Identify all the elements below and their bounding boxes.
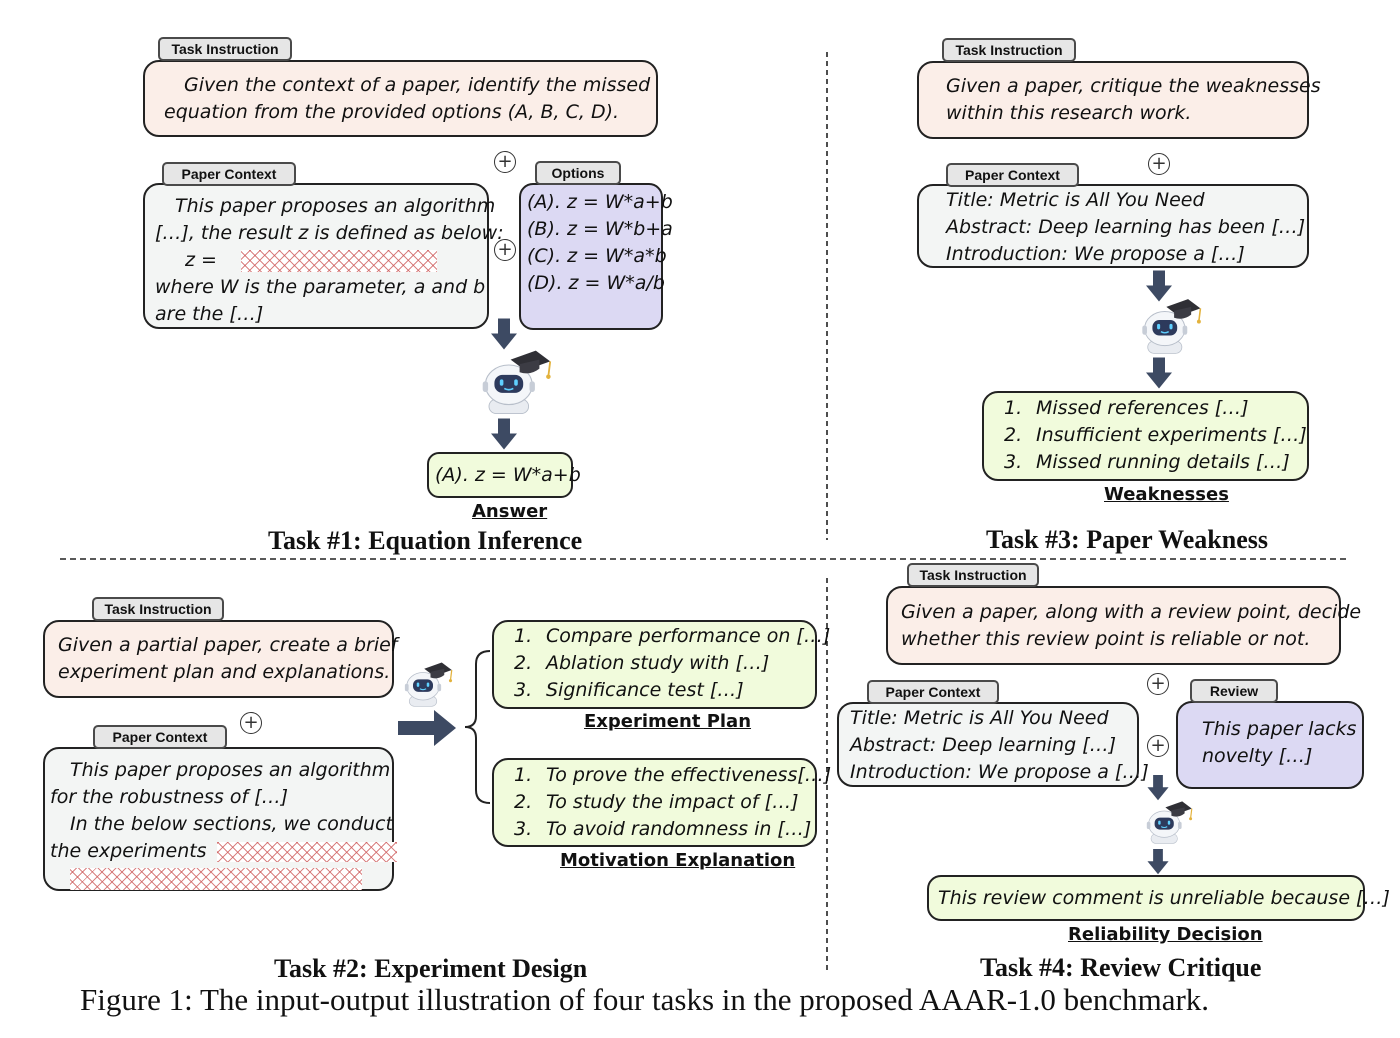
down-arrow-icon bbox=[1146, 849, 1170, 875]
plan-item: 2.Ablation study with […] bbox=[514, 652, 770, 674]
masked-equation bbox=[240, 249, 437, 272]
task2-motivation-label: Motivation Explanation bbox=[560, 850, 796, 871]
task2-instruction-line-1: Given a partial paper, create a brief bbox=[58, 634, 398, 656]
task2-motivation-box: 1.To prove the effectiveness[…] 2.To stu… bbox=[492, 758, 832, 847]
task2-context-line-1: This paper proposes an algorithm bbox=[70, 759, 391, 781]
figure-caption: Figure 1: The input-output illustration … bbox=[80, 982, 1210, 1017]
plus-circle-icon: + bbox=[240, 712, 262, 734]
option-b: (B). z = W*b+a bbox=[527, 218, 673, 240]
task4-decision: This review comment is unreliable becaus… bbox=[938, 887, 1390, 909]
task4-context-intro: Introduction: We propose a […] bbox=[850, 761, 1149, 783]
task4-review-line-2: novelty […] bbox=[1202, 745, 1313, 767]
task4-context-box: Title: Metric is All You Need Abstract: … bbox=[837, 702, 1149, 787]
task2-instruction-tag: Task Instruction bbox=[92, 597, 224, 621]
task3-context-intro: Introduction: We propose a […] bbox=[946, 243, 1245, 265]
task1-context-line-2: […], the result z is defined as below: bbox=[155, 222, 504, 244]
task4-context-tag: Paper Context bbox=[867, 680, 999, 704]
task1-instruction-tag: Task Instruction bbox=[158, 37, 292, 61]
option-d: (D). z = W*a/b bbox=[527, 272, 665, 294]
option-c: (C). z = W*a*b bbox=[527, 245, 667, 267]
task1-instruction-box: Given the context of a paper, identify t… bbox=[143, 60, 658, 137]
task2-context-box: This paper proposes an algorithm for the… bbox=[43, 747, 397, 892]
option-a: (A). z = W*a+b bbox=[527, 191, 673, 213]
task1-options-box: (A). z = W*a+b (B). z = W*b+a (C). z = W… bbox=[519, 183, 673, 330]
task3-weaknesses-label: Weaknesses bbox=[1104, 484, 1229, 505]
masked-text bbox=[216, 841, 397, 862]
task3-instruction-box: Given a paper, critique the weaknesses w… bbox=[917, 61, 1321, 139]
task4-context-abstract: Abstract: Deep learning […] bbox=[850, 734, 1117, 756]
down-arrow-icon bbox=[1146, 357, 1172, 390]
task4-decision-label: Reliability Decision bbox=[1068, 924, 1263, 945]
task4-review-line-1: This paper lacks bbox=[1202, 718, 1357, 740]
task1-context-line-5: are the […] bbox=[155, 303, 264, 325]
task2-instruction-box: Given a partial paper, create a brief ex… bbox=[43, 620, 398, 698]
task4-instruction-line-1: Given a paper, along with a review point… bbox=[901, 601, 1362, 623]
plan-item: 3.Significance test […] bbox=[514, 679, 744, 701]
task1-answer-box: (A). z = W*a+b bbox=[427, 452, 581, 498]
motivation-item: 3.To avoid randomness in […] bbox=[514, 818, 812, 840]
task3-context-tag: Paper Context bbox=[946, 163, 1079, 187]
right-arrow-icon bbox=[398, 710, 456, 746]
task3-context-box: Title: Metric is All You Need Abstract: … bbox=[917, 184, 1309, 268]
task1-title: Task #1: Equation Inference bbox=[268, 526, 583, 555]
robot-graduate-icon bbox=[1137, 799, 1201, 847]
task3-instruction-tag: Task Instruction bbox=[942, 38, 1076, 62]
plus-circle-icon: + bbox=[1148, 153, 1170, 175]
motivation-item: 1.To prove the effectiveness[…] bbox=[514, 764, 832, 786]
task1-options-tag: Options bbox=[535, 161, 621, 185]
task1-context-line-4: where W is the parameter, a and b bbox=[155, 276, 486, 298]
task1-instruction-line-2: equation from the provided options (A, B… bbox=[164, 101, 620, 123]
task2-plan-box: 1.Compare performance on […] 2.Ablation … bbox=[492, 620, 831, 709]
task3-weaknesses-box: 1.Missed references […] 2.Insufficient e… bbox=[982, 391, 1309, 481]
task2-context-line-2: for the robustness of […] bbox=[50, 786, 289, 808]
task3-instruction-line-2: within this research work. bbox=[946, 102, 1192, 124]
robot-graduate-icon bbox=[397, 660, 459, 710]
task4-review-tag: Review bbox=[1190, 679, 1278, 703]
task4-title: Task #4: Review Critique bbox=[980, 953, 1262, 982]
task4-instruction-tag: Task Instruction bbox=[907, 563, 1039, 587]
masked-text bbox=[70, 867, 362, 890]
robot-graduate-icon bbox=[1129, 296, 1213, 358]
task1-context-box: This paper proposes an algorithm […], th… bbox=[143, 183, 504, 329]
task1-context-tag: Paper Context bbox=[162, 162, 296, 186]
task4-review-box: This paper lacks novelty […] bbox=[1176, 701, 1364, 789]
task2-context-row-5 bbox=[50, 865, 392, 892]
task3-context-abstract: Abstract: Deep learning has been […] bbox=[946, 216, 1306, 238]
task4-context-title: Title: Metric is All You Need bbox=[850, 707, 1109, 729]
plus-circle-icon: + bbox=[1147, 735, 1169, 757]
task4-decision-box: This review comment is unreliable becaus… bbox=[927, 875, 1390, 921]
task4-instruction-line-2: whether this review point is reliable or… bbox=[901, 628, 1311, 650]
task1-equation-row: z = bbox=[155, 247, 487, 274]
weakness-item: 3.Missed running details […] bbox=[1004, 451, 1290, 473]
task1-answer-label: Answer bbox=[472, 501, 548, 522]
weakness-item: 1.Missed references […] bbox=[1004, 397, 1249, 419]
task2-context-line-3: In the below sections, we conduct bbox=[70, 813, 393, 835]
weakness-item: 2.Insufficient experiments […] bbox=[1004, 424, 1307, 446]
down-arrow-icon bbox=[1146, 775, 1170, 801]
motivation-item: 2.To study the impact of […] bbox=[514, 791, 799, 813]
task2-plan-label: Experiment Plan bbox=[584, 711, 752, 732]
plan-item: 1.Compare performance on […] bbox=[514, 625, 831, 647]
task3-instruction-line-1: Given a paper, critique the weaknesses bbox=[946, 75, 1321, 97]
task2-context-row-4: the experiments bbox=[50, 838, 397, 865]
robot-graduate-icon bbox=[474, 347, 558, 419]
task1-instruction-line-1: Given the context of a paper, identify t… bbox=[184, 74, 651, 96]
plus-circle-icon: + bbox=[1147, 673, 1169, 695]
task3-context-title: Title: Metric is All You Need bbox=[946, 189, 1205, 211]
plus-circle-icon: + bbox=[494, 151, 516, 173]
task1-context-line-1: This paper proposes an algorithm bbox=[175, 195, 496, 217]
task1-answer: (A). z = W*a+b bbox=[435, 464, 581, 486]
task1-equation-lhs: z = bbox=[185, 249, 217, 271]
down-arrow-icon bbox=[491, 418, 517, 451]
task2-instruction-line-2: experiment plan and explanations. bbox=[58, 661, 391, 683]
task2-title: Task #2: Experiment Design bbox=[274, 954, 588, 983]
bracket-icon bbox=[464, 650, 491, 804]
task4-instruction-box: Given a paper, along with a review point… bbox=[886, 586, 1362, 665]
plus-circle-icon: + bbox=[494, 239, 516, 261]
task2-context-tag: Paper Context bbox=[93, 725, 227, 749]
task3-title: Task #3: Paper Weakness bbox=[986, 525, 1268, 554]
